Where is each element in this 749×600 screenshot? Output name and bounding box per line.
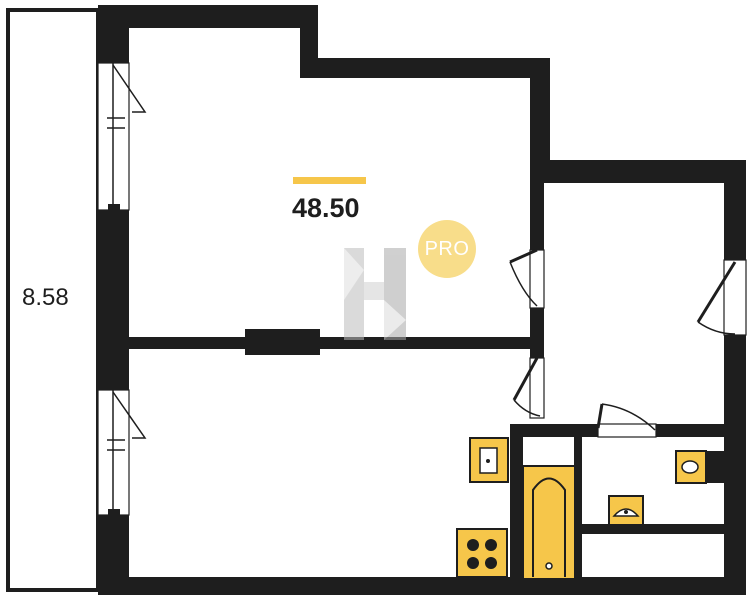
area-accent-bar — [293, 177, 366, 184]
sink-icon — [469, 437, 509, 483]
pro-badge: PRO — [418, 220, 476, 278]
door-swing-icon — [509, 248, 545, 309]
logo-watermark-icon — [344, 248, 406, 340]
window-icon — [97, 389, 147, 516]
door-swing-icon — [696, 259, 747, 336]
bathtub-icon — [522, 465, 576, 580]
total-area-label: 48.50 — [292, 193, 360, 223]
balcony-area-label: 8.58 — [22, 284, 69, 311]
door-swing-icon — [512, 357, 545, 419]
window-icon — [97, 62, 147, 211]
toilet-icon — [675, 450, 724, 484]
outer-walls — [98, 5, 746, 595]
stove-icon — [456, 528, 508, 578]
interior-walls — [129, 160, 746, 584]
sink-icon — [608, 495, 644, 526]
door-swing-icon — [596, 403, 657, 438]
